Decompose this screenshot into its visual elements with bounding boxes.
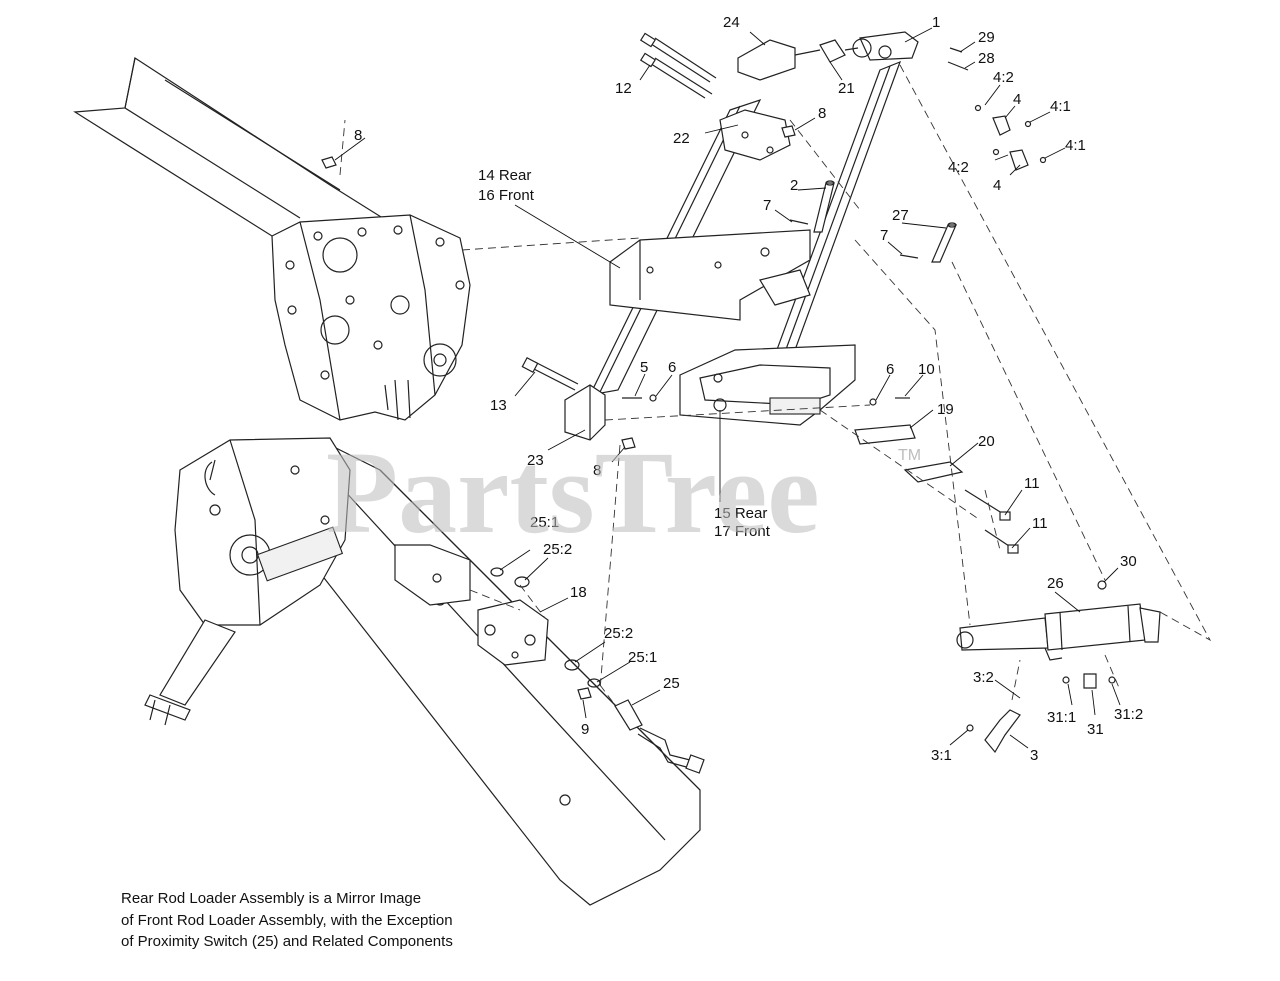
- callout-11-top: 11: [1024, 475, 1040, 492]
- callout-29: 29: [978, 29, 995, 46]
- callout-30: 30: [1120, 553, 1137, 570]
- callout-4-top: 4: [1013, 91, 1021, 108]
- callout-31: 31: [1087, 721, 1104, 738]
- lower-drive-housing: [144, 437, 351, 726]
- callout-31-2: 31:2: [1114, 706, 1143, 723]
- callout-13: 13: [490, 397, 507, 414]
- callout-25-1-bottom: 25:1: [628, 649, 657, 666]
- bolt-13: [521, 356, 579, 391]
- callout-10: 10: [918, 361, 935, 378]
- callout-19: 19: [937, 401, 954, 418]
- callout-18: 18: [570, 584, 587, 601]
- upper-frame-rail: [73, 57, 407, 263]
- washer-6b: [869, 398, 877, 406]
- callout-8-center: 8: [593, 462, 601, 479]
- callout-25-2-bottom: 25:2: [604, 625, 633, 642]
- callout-28: 28: [978, 50, 995, 67]
- callout-27: 27: [892, 207, 909, 224]
- fitting-31: [1062, 673, 1116, 689]
- note-line-3: of Proximity Switch (25) and Related Com…: [121, 933, 453, 950]
- callout-6-right: 6: [886, 361, 894, 378]
- callout-4-1-bottom: 4:1: [1065, 137, 1086, 154]
- callout-7-left: 7: [763, 197, 771, 214]
- bar-19: [854, 424, 916, 445]
- top-linkage: [737, 31, 919, 81]
- callout-5: 5: [640, 359, 648, 376]
- bracket-18-assembly: [394, 544, 549, 666]
- pin-2: [813, 180, 835, 233]
- washer-6a: [649, 394, 657, 402]
- washer-25-2b: [564, 659, 580, 671]
- bolts-12: [639, 32, 717, 99]
- proximity-switch-25: [614, 699, 705, 774]
- bolt-11a: [964, 489, 1006, 516]
- callout-11-bottom: 11: [1032, 515, 1048, 532]
- callout-4-1-top: 4:1: [1050, 98, 1071, 115]
- elbow-fitting-4b: [992, 148, 1047, 171]
- callout-1: 1: [932, 14, 940, 31]
- callout-9: 9: [581, 721, 589, 738]
- callout-3: 3: [1030, 747, 1038, 764]
- plate-14-16: [609, 229, 811, 321]
- nut-9: [577, 687, 592, 700]
- callout-7-right: 7: [880, 227, 888, 244]
- callout-3-1: 3:1: [931, 747, 952, 764]
- callout-2: 2: [790, 177, 798, 194]
- watermark: PartsTree: [326, 427, 820, 558]
- cotter-pin-7b: [899, 254, 919, 259]
- callout-labels: 1 24 29 28 4:2 4 4:1 4:1 4:2 4 12 21 8 2…: [354, 14, 1143, 764]
- callout-21: 21: [838, 80, 855, 97]
- nut-8-top: [781, 125, 796, 138]
- bolt-11a-head: [999, 511, 1011, 521]
- elbow-fitting-4a: [974, 104, 1032, 136]
- fitting-3: [966, 709, 1021, 754]
- bracket-20: [903, 461, 964, 483]
- bolt-11b-head: [1007, 544, 1019, 554]
- callout-25-1-top: 25:1: [530, 514, 559, 531]
- fitting-30: [1097, 580, 1107, 590]
- callout-16-front: 16 Front: [478, 187, 535, 204]
- pin-28: [947, 61, 969, 71]
- callout-23: 23: [527, 452, 544, 469]
- nut-8-left: [321, 156, 337, 169]
- pin-29: [949, 47, 963, 53]
- callout-17-front: 17 Front: [714, 523, 771, 540]
- hydraulic-cylinder-26: [956, 603, 1161, 661]
- callout-25: 25: [663, 675, 680, 692]
- pin-27: [931, 222, 957, 263]
- callout-8-top: 8: [818, 105, 826, 122]
- note-line-1: Rear Rod Loader Assembly is a Mirror Ima…: [121, 890, 422, 907]
- washer-25-1b: [587, 678, 601, 688]
- block-23: [564, 384, 606, 441]
- watermark-trademark: TM: [898, 447, 921, 464]
- plate-15-17: [679, 344, 856, 426]
- assembly-lines: [461, 64, 1212, 706]
- callout-14-rear: 14 Rear: [478, 167, 531, 184]
- callout-26: 26: [1047, 575, 1064, 592]
- leader-lines: [334, 27, 1121, 749]
- upper-drive-housing: [271, 214, 471, 421]
- callout-25-2-top: 25:2: [543, 541, 572, 558]
- callout-4-2-top: 4:2: [993, 69, 1014, 86]
- callout-20: 20: [978, 433, 995, 450]
- note-line-2: of Front Rod Loader Assembly, with the E…: [121, 911, 453, 929]
- callout-15-rear: 15 Rear: [714, 505, 767, 522]
- callout-4-2-bottom: 4:2: [948, 159, 969, 176]
- washer-25-1a: [490, 567, 504, 577]
- assembly-note: Rear Rod Loader Assembly is a Mirror Ima…: [121, 888, 541, 953]
- callout-8-left: 8: [354, 127, 362, 144]
- callout-4-bottom: 4: [993, 177, 1001, 194]
- callout-24: 24: [723, 14, 740, 31]
- callout-6-left: 6: [668, 359, 676, 376]
- callout-22: 22: [673, 130, 690, 147]
- nut-8-center: [621, 437, 636, 450]
- cotter-pin-7a: [789, 219, 809, 225]
- callout-31-1: 31:1: [1047, 709, 1076, 726]
- callout-12: 12: [615, 80, 632, 97]
- callout-3-2: 3:2: [973, 669, 994, 686]
